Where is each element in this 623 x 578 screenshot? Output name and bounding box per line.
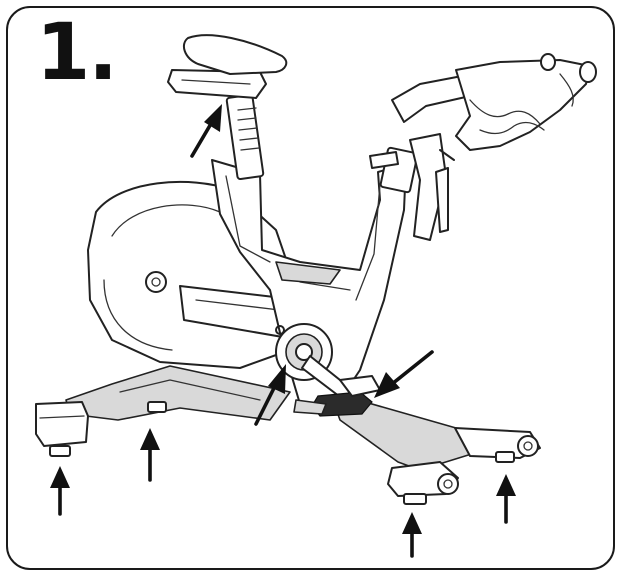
arrow-icon bbox=[190, 104, 222, 158]
handlebar-assembly bbox=[369, 53, 597, 241]
step-number: 1. bbox=[36, 8, 118, 98]
crank-assembly bbox=[275, 323, 381, 417]
arrow-icon bbox=[50, 466, 70, 516]
main-frame bbox=[211, 159, 407, 405]
right-base-leg bbox=[329, 391, 541, 505]
seat-assembly bbox=[167, 34, 288, 181]
arrow-icon bbox=[402, 512, 422, 558]
left-base-leg bbox=[35, 365, 291, 457]
arrow-icon bbox=[140, 428, 160, 482]
arrow-icon bbox=[374, 350, 434, 398]
arrow-icon bbox=[496, 474, 516, 524]
arrow-icon bbox=[254, 364, 286, 426]
assembly-arrows bbox=[50, 104, 516, 558]
